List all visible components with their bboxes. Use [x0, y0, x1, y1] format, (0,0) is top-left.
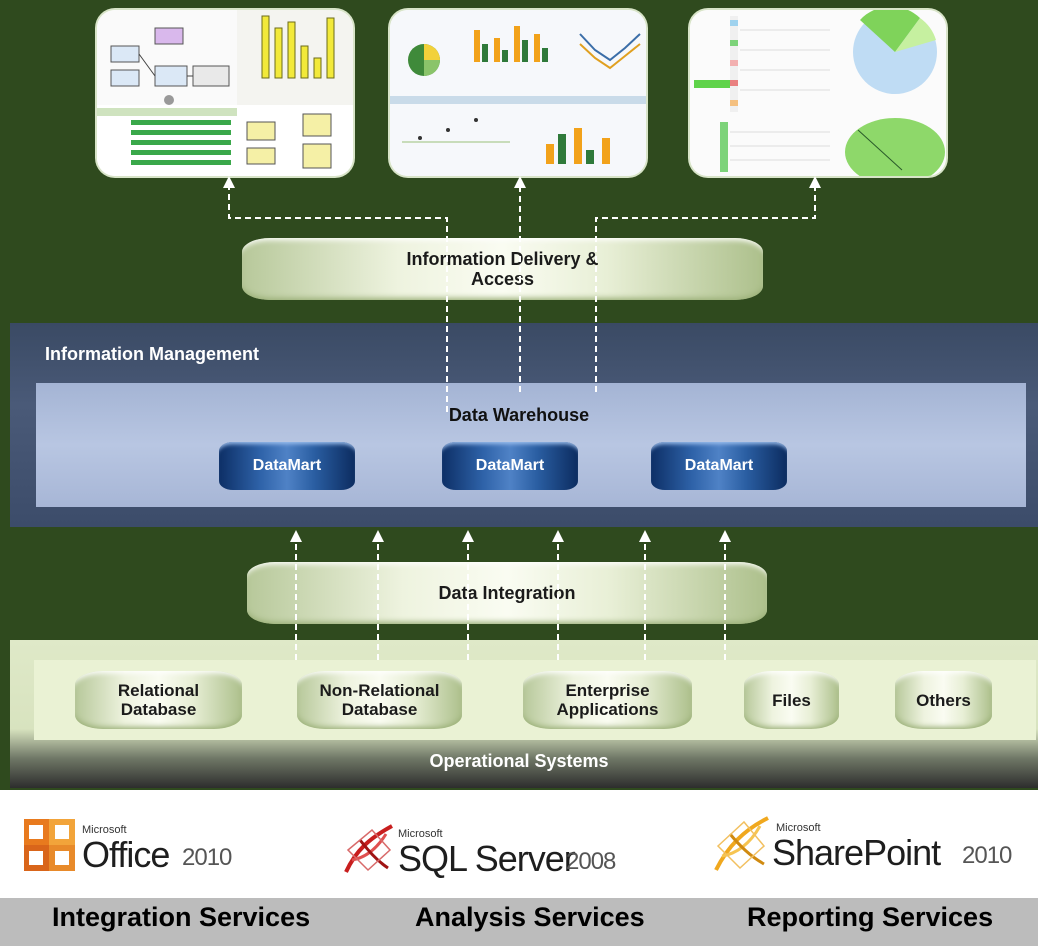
- information-delivery-cylinder: Information Delivery & Access: [242, 238, 763, 300]
- source-files: Files: [744, 671, 839, 729]
- sql-server-version: 2008: [566, 848, 616, 875]
- arrow-up-icon: [552, 530, 564, 542]
- office-brand: Microsoft: [82, 824, 127, 836]
- integration-services-label: Integration Services: [52, 902, 311, 932]
- source-label-line2: Applications: [556, 700, 659, 719]
- datamart-1: DataMart: [219, 442, 355, 490]
- sharepoint-logo-icon: [712, 812, 772, 874]
- arrow-up-icon: [639, 530, 651, 542]
- sharepoint-brand: Microsoft: [776, 822, 821, 834]
- report-thumbnail-dashboard: [390, 10, 646, 176]
- source-others: Others: [895, 671, 992, 729]
- report-thumbnail-flowchart: [97, 10, 353, 176]
- data-warehouse-label: Data Warehouse: [448, 405, 590, 425]
- sql-server-name: SQL Server: [398, 838, 576, 879]
- office-name: Office: [82, 834, 170, 875]
- sql-server-brand: Microsoft: [398, 828, 443, 840]
- report-thumbnail-table-pie: [690, 10, 946, 176]
- arrow-up-icon: [719, 530, 731, 542]
- office-logo-icon: [23, 818, 76, 874]
- operational-systems-label: Operational Systems: [429, 751, 609, 771]
- arrow-up-icon: [290, 530, 302, 542]
- arrow-up-icon: [462, 530, 474, 542]
- reporting-services-label: Reporting Services: [747, 902, 994, 932]
- source-label-line1: Non-Relational: [319, 681, 440, 700]
- data-integration-label: Data Integration: [438, 582, 576, 603]
- source-label-line1: Others: [916, 690, 971, 710]
- sharepoint-version: 2010: [962, 842, 1012, 869]
- source-label-line1: Enterprise: [565, 681, 650, 700]
- data-integration-cylinder: Data Integration: [247, 562, 767, 624]
- source-label-line2: Database: [120, 700, 197, 719]
- source-label-line1: Relational: [117, 681, 200, 700]
- delivery-label-line2: Access: [470, 269, 535, 289]
- datamart-2: DataMart: [442, 442, 578, 490]
- services-bar: [0, 898, 1038, 946]
- arrow-up-icon: [809, 176, 821, 188]
- information-management-title: Information Management: [45, 344, 260, 364]
- product-logos-area: [0, 790, 1038, 898]
- office-version: 2010: [182, 844, 232, 871]
- arrow-up-icon: [372, 530, 384, 542]
- connector-lines: [223, 176, 821, 660]
- source-label-line2: Database: [341, 700, 418, 719]
- sql-server-logo-icon: [342, 820, 398, 876]
- datamart-3: DataMart: [651, 442, 787, 490]
- delivery-label-line1: Information Delivery &: [406, 249, 599, 269]
- arrow-up-icon: [223, 176, 235, 188]
- analysis-services-label: Analysis Services: [415, 902, 645, 932]
- sharepoint-name: SharePoint: [772, 832, 941, 873]
- arrow-up-icon: [514, 176, 526, 188]
- source-label-line1: Files: [772, 690, 811, 710]
